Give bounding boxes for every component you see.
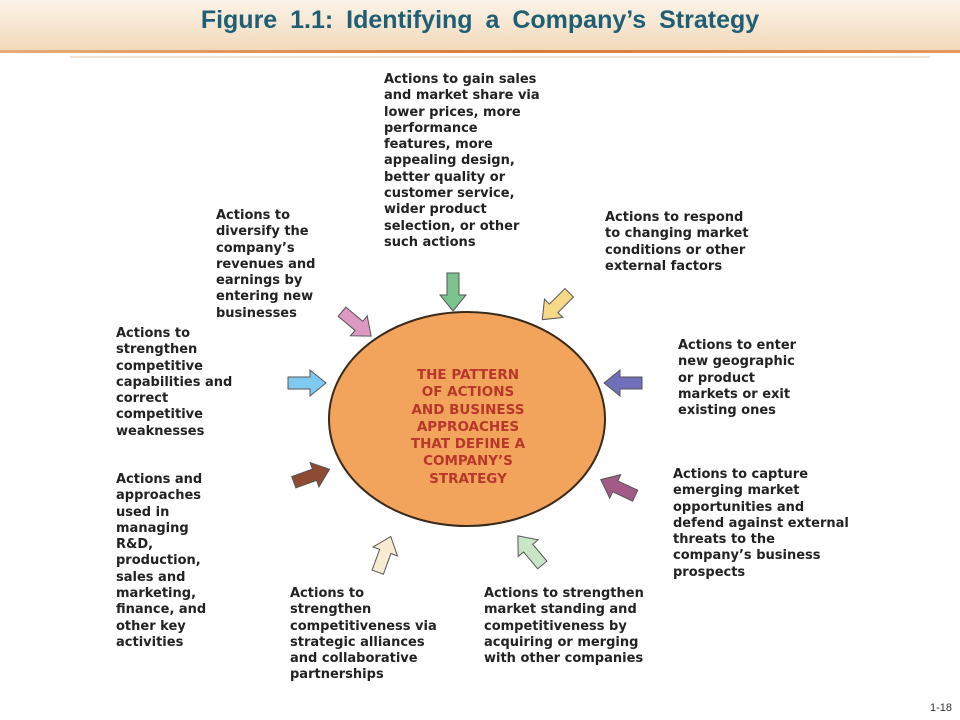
arrow-lower-right [600,473,639,502]
arrow-top-left [337,306,372,337]
page-number: 1-18 [929,702,952,714]
arrow-top-right [541,287,575,321]
arrow-bottom-left [371,535,399,575]
arrow-bottom-left-shape [371,535,399,575]
arrow-lower-left-shape [291,461,331,489]
title-underline-light [70,56,930,58]
figure-title: Figure 1.1: Identifying a Company’s Stra… [200,6,760,34]
center-label: THE PATTERN OF ACTIONS AND BUSINESS APPR… [410,367,526,487]
label-top-right: Actions to respond to changing market co… [605,210,749,274]
label-top: Actions to gain sales and market share v… [384,72,540,250]
arrow-top-right-shape [541,287,575,321]
arrow-top-shape [438,272,468,312]
label-top-left: Actions to diversify the company’s reven… [216,208,316,321]
arrow-bottom-right-shape [517,535,548,570]
arrow-top-left-shape [337,306,372,337]
label-lower-left: Actions and approaches used in managing … [116,472,207,650]
label-lower-right: Actions to capture emerging market oppor… [673,467,849,580]
arrow-left [287,368,327,398]
arrow-top [438,272,468,312]
arrow-lower-left [291,461,331,489]
arrow-lower-right-shape [600,473,639,502]
strategy-ellipse [328,311,606,527]
arrow-left-shape [287,368,327,398]
label-bottom-left: Actions to strengthen competitiveness vi… [290,586,437,683]
arrow-right-shape [603,368,643,398]
label-right: Actions to enter new geographic or produ… [678,338,797,419]
label-bottom-right: Actions to strengthen market standing an… [484,586,644,667]
title-underline [0,50,960,53]
title-bar: Figure 1.1: Identifying a Company’s Stra… [0,0,960,50]
label-left: Actions to strengthen competitive capabi… [116,326,233,439]
arrow-right [603,368,643,398]
arrow-bottom-right [517,535,548,570]
